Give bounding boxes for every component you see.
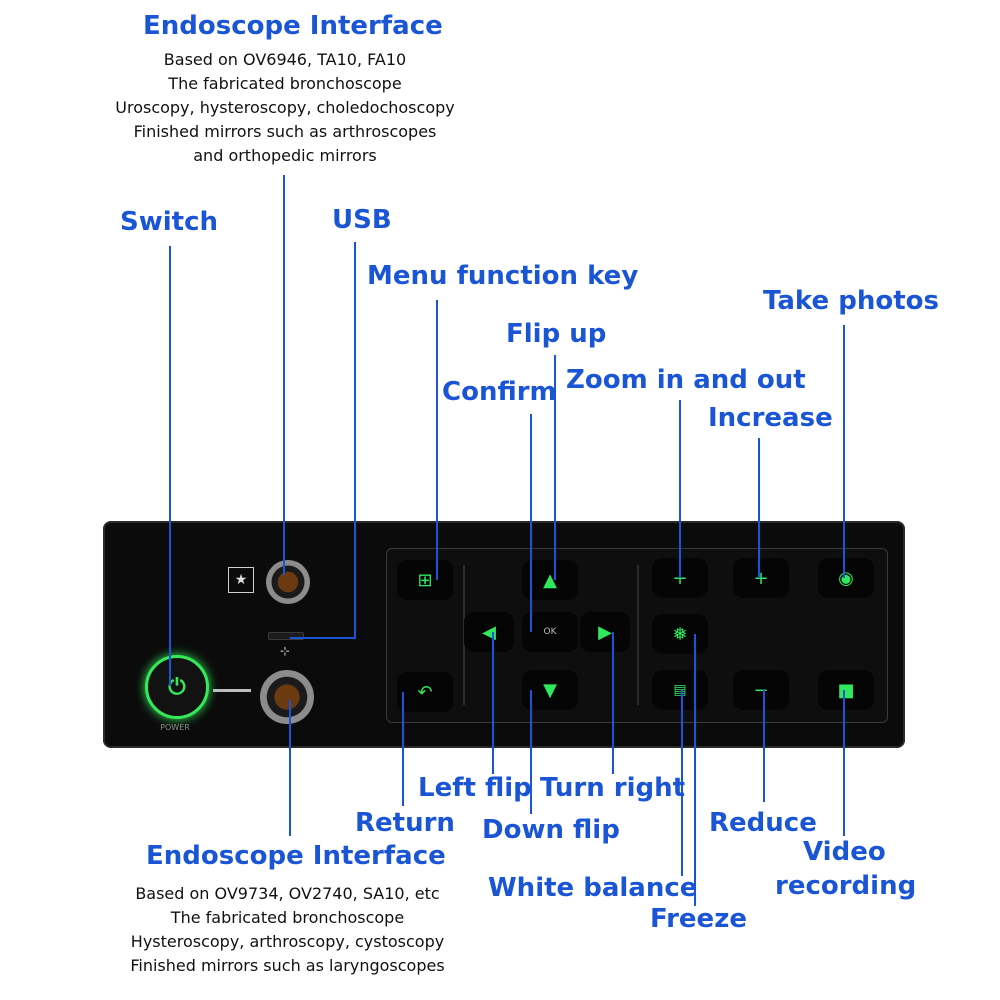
leader-line-left-flip: [492, 632, 494, 774]
leader-line-switch: [169, 246, 171, 686]
plus-icon: +: [753, 567, 769, 589]
freeze-key[interactable]: ❅: [652, 614, 708, 654]
patient-icon: ★: [228, 567, 254, 593]
label-reduce: Reduce: [709, 808, 817, 838]
plus-icon: +: [672, 567, 688, 589]
top-desc-line: The fabricated bronchoscope: [168, 74, 402, 93]
leader-line-zoom: [679, 400, 681, 578]
video-recording-key[interactable]: ■: [818, 670, 874, 710]
label-down-flip: Down flip: [482, 815, 620, 845]
label-left-flip: Left flip: [418, 773, 532, 803]
arrow-down-icon: ▼: [543, 679, 557, 701]
return-key[interactable]: ↶: [397, 672, 453, 712]
label-endoscope-interface-top: Endoscope Interface: [143, 11, 443, 41]
white-balance-icon: ▤: [673, 682, 687, 698]
leader-line-endoscope-bottom: [289, 700, 291, 836]
endoscope-top-description: Based on OV6946, TA10, FA10 The fabricat…: [80, 48, 490, 168]
label-return: Return: [355, 808, 455, 838]
white-balance-key[interactable]: ▤: [652, 670, 708, 710]
leader-line-increase: [758, 438, 760, 578]
take-photos-key[interactable]: ◉: [818, 558, 874, 598]
label-white-balance: White balance: [488, 873, 698, 903]
leader-line-down-flip: [530, 690, 532, 814]
leader-line-take-photos: [843, 325, 845, 578]
label-confirm: Confirm: [442, 377, 557, 407]
leader-line-flip-up: [554, 355, 556, 580]
panel-divider: [637, 565, 639, 705]
leader-line-white-balance: [681, 690, 683, 876]
port-marker: [213, 689, 251, 692]
bottom-desc-line: The fabricated bronchoscope: [170, 908, 405, 927]
endoscope-port-top[interactable]: [266, 560, 310, 604]
camera-icon: ◉: [838, 567, 854, 589]
leader-line-usb: [290, 637, 356, 639]
power-icon: ⏻: [168, 674, 186, 700]
leader-line-reduce: [763, 690, 765, 802]
power-button[interactable]: ⏻: [145, 655, 209, 719]
usb-port[interactable]: [268, 632, 304, 640]
bottom-desc-line: Hysteroscopy, arthroscopy, cystoscopy: [130, 932, 445, 951]
snowflake-icon: ❅: [672, 623, 688, 645]
label-take-photos: Take photos: [763, 286, 939, 316]
turn-right-key[interactable]: ▶: [580, 612, 630, 652]
menu-key[interactable]: ⊞: [397, 560, 453, 600]
label-endoscope-interface-bottom: Endoscope Interface: [146, 841, 446, 871]
label-video-recording-line2: recording: [775, 871, 917, 901]
top-desc-line: Uroscopy, hysteroscopy, choledochoscopy: [115, 98, 455, 117]
top-desc-line: Based on OV6946, TA10, FA10: [163, 50, 407, 69]
leader-line-confirm: [530, 414, 532, 632]
video-icon: ■: [837, 679, 855, 701]
leader-line-turn-right: [612, 632, 614, 774]
label-turn-right: Turn right: [540, 773, 686, 803]
bottom-desc-line: Finished mirrors such as laryngoscopes: [130, 956, 445, 975]
increase-key[interactable]: +: [733, 558, 789, 598]
label-video-recording-line1: Video: [803, 837, 886, 867]
left-flip-key[interactable]: ◀: [464, 612, 514, 652]
endoscope-bottom-description: Based on OV9734, OV2740, SA10, etc The f…: [85, 882, 490, 978]
label-usb: USB: [332, 205, 392, 235]
leader-line-usb: [354, 242, 356, 639]
label-increase: Increase: [708, 403, 833, 433]
return-icon: ↶: [417, 681, 433, 703]
leader-line-video: [843, 690, 845, 836]
label-zoom-in-and-out: Zoom in and out: [566, 365, 806, 395]
top-desc-line: and orthopedic mirrors: [193, 146, 377, 165]
endoscope-port-bottom[interactable]: [260, 670, 314, 724]
label-freeze: Freeze: [650, 904, 747, 934]
leader-line-menu: [436, 300, 438, 580]
arrow-right-icon: ▶: [598, 621, 612, 643]
label-menu-function-key: Menu function key: [367, 261, 639, 291]
arrow-up-icon: ▲: [543, 569, 557, 591]
grid-icon: ⊞: [417, 569, 433, 591]
label-flip-up: Flip up: [506, 319, 607, 349]
leader-line-return: [402, 692, 404, 806]
bottom-desc-line: Based on OV9734, OV2740, SA10, etc: [135, 884, 440, 903]
top-desc-line: Finished mirrors such as arthroscopes: [133, 122, 437, 141]
leader-line-freeze: [694, 634, 696, 906]
power-label: POWER: [160, 723, 190, 732]
reduce-key[interactable]: −: [733, 670, 789, 710]
leader-line-endoscope-top: [283, 175, 285, 575]
usb-icon: ⊹: [280, 644, 291, 658]
ok-label: OK: [543, 627, 557, 637]
minus-icon: −: [753, 679, 769, 701]
label-switch: Switch: [120, 207, 219, 237]
